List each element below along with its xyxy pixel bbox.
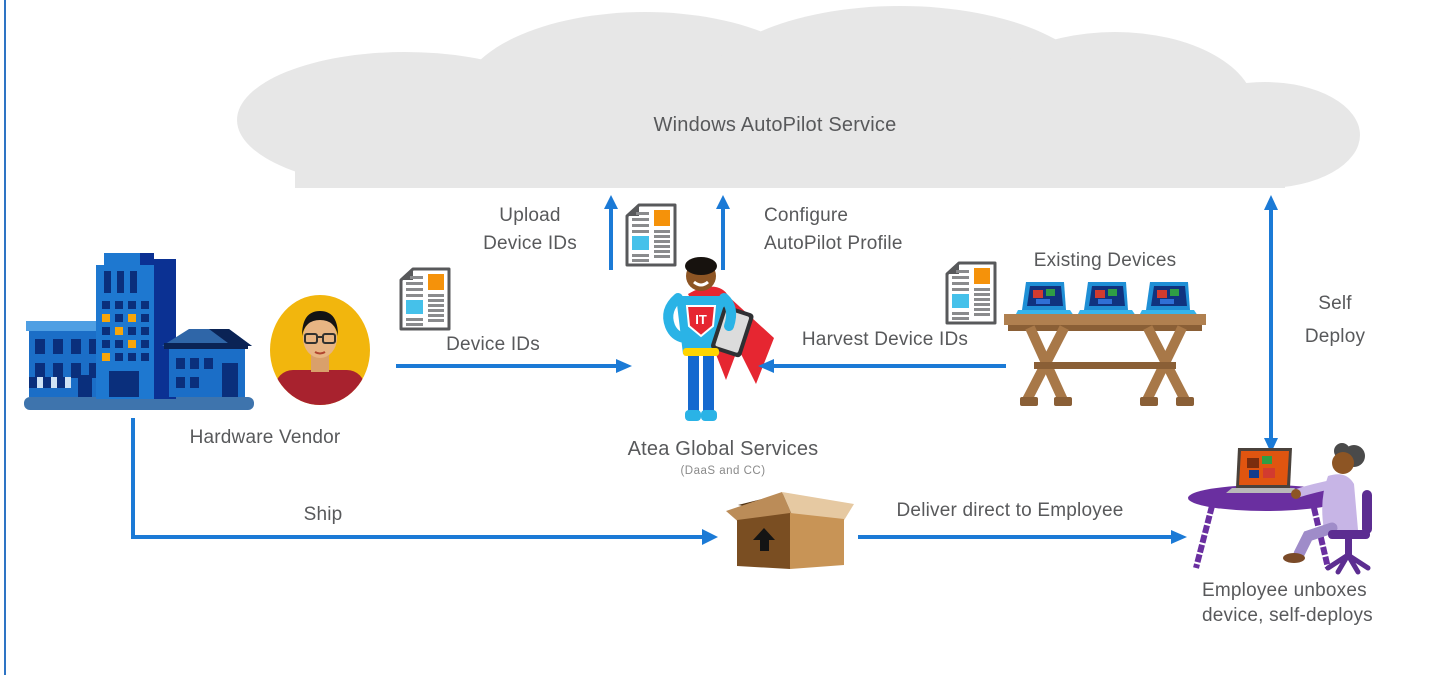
ship-arrow-icon — [131, 418, 718, 545]
configure-arrow-icon — [716, 195, 730, 270]
ship-label: Ship — [303, 504, 343, 525]
it-badge-text: IT — [695, 312, 707, 327]
shipping-box-icon — [726, 492, 854, 569]
existing-devices-label: Existing Devices — [1033, 250, 1177, 271]
employee-label-line2: device, self-deploys — [1202, 605, 1373, 626]
left-border-line — [4, 0, 6, 675]
cloud-icon — [237, 6, 1360, 188]
configure-label-line1: Configure — [764, 205, 849, 226]
employee-label: Employee unboxes device, self-deploys — [1202, 578, 1422, 628]
laptop-icon — [1015, 282, 1198, 316]
vendor-avatar — [270, 295, 370, 405]
harvest-document-icon — [945, 261, 997, 325]
atea-subtitle: (DaaS and CC) — [680, 465, 766, 477]
employee-at-desk-icon — [1188, 443, 1372, 575]
employee-person-icon — [1283, 443, 1365, 563]
atea-title: Atea Global Services — [627, 438, 819, 460]
laptops-on-table-icon — [1004, 282, 1206, 406]
configure-label-line2: AutoPilot Profile — [764, 233, 903, 254]
employee-label-line1: Employee unboxes — [1202, 580, 1367, 601]
harvest-arrow-icon — [758, 359, 1006, 373]
hardware-vendor-label: Hardware Vendor — [189, 427, 341, 448]
upload-label-line2: Device IDs — [483, 233, 577, 254]
cloud-label: Windows AutoPilot Service — [653, 114, 897, 136]
upload-document-icon — [625, 203, 677, 267]
self-deploy-label-line2: Deploy — [1304, 326, 1366, 347]
upload-arrow-icon — [604, 195, 618, 270]
deliver-label: Deliver direct to Employee — [896, 500, 1124, 521]
harvest-label: Harvest Device IDs — [801, 329, 969, 350]
it-superhero-icon: IT — [663, 257, 774, 421]
laptop-orange-screen-icon — [1226, 448, 1302, 493]
configure-label: Configure AutoPilot Profile — [764, 202, 954, 258]
self-deploy-label-line1: Self — [1318, 293, 1352, 314]
self-deploy-arrow-icon — [1264, 195, 1278, 453]
office-chair-icon — [1325, 490, 1372, 575]
deliver-arrow-icon — [858, 530, 1187, 544]
upload-label-line1: Upload — [499, 205, 561, 226]
office-buildings-icon — [24, 253, 254, 410]
self-deploy-label: Self Deploy — [1293, 287, 1377, 353]
device-ids-document-icon — [399, 267, 451, 331]
device-ids-label: Device IDs — [446, 334, 540, 355]
upload-label: Upload Device IDs — [455, 202, 605, 258]
device-ids-arrow-icon — [396, 359, 632, 373]
